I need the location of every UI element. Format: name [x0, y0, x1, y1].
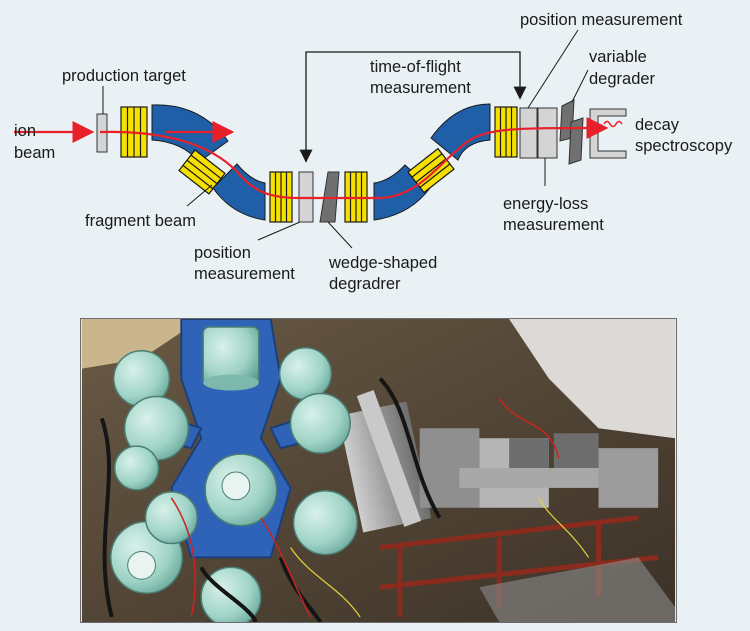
leader-fragment-beam [186, 184, 213, 207]
label-decay-spectroscopy-line2: spectroscopy [635, 137, 733, 155]
quadrupole-2 [178, 149, 226, 195]
time-of-flight-connector [305, 51, 527, 162]
label-position-measurement-1-line2: measurement [194, 265, 295, 283]
fragment-separator-diagram: ion beam production target fragment beam… [14, 11, 733, 293]
position-detector-2 [519, 107, 538, 159]
dipole-magnet-2 [212, 163, 266, 221]
signal-cables [99, 377, 442, 622]
leader-variable-degrader [571, 69, 589, 103]
label-ion-beam-1: ion [14, 122, 36, 140]
label-fragment-beam: fragment beam [85, 212, 196, 230]
label-variable-degrader-line1: variable [589, 48, 647, 66]
germanium-detector-array [110, 326, 358, 622]
beamline-components [338, 390, 659, 533]
label-production-target: production target [62, 67, 186, 85]
label-time-of-flight-line2: measurement [370, 79, 471, 97]
decay-wiggle [603, 120, 623, 128]
decay-station [589, 108, 627, 159]
variable-degrader-lower [568, 117, 584, 165]
label-wedge-degrader-line2: degradrer [329, 275, 401, 293]
label-decay-spectroscopy-line1: decay [635, 116, 680, 134]
label-time-of-flight-line1: time-of-flight [370, 58, 461, 76]
detector-array-photo [80, 318, 677, 623]
energy-loss-detector [537, 107, 558, 159]
fragment-beam-path [99, 126, 597, 200]
leader-wedge [327, 221, 353, 249]
label-wedge-degrader-line1: wedge-shaped [328, 254, 437, 272]
label-variable-degrader-line2: degrader [589, 70, 656, 88]
dipole-magnet-1 [151, 104, 229, 163]
leader-position-2 [527, 29, 579, 109]
beamline-frame [379, 515, 659, 618]
label-ion-beam-2: beam [14, 144, 55, 162]
label-position-measurement-1-line1: position [194, 244, 251, 262]
label-energy-loss-line2: measurement [503, 216, 604, 234]
quadrupole-6 [494, 106, 518, 158]
dipole-magnet-4 [430, 103, 491, 161]
label-energy-loss-line1: energy-loss [503, 195, 588, 213]
label-position-measurement-2: position measurement [520, 11, 683, 29]
leader-position-1 [257, 221, 301, 241]
